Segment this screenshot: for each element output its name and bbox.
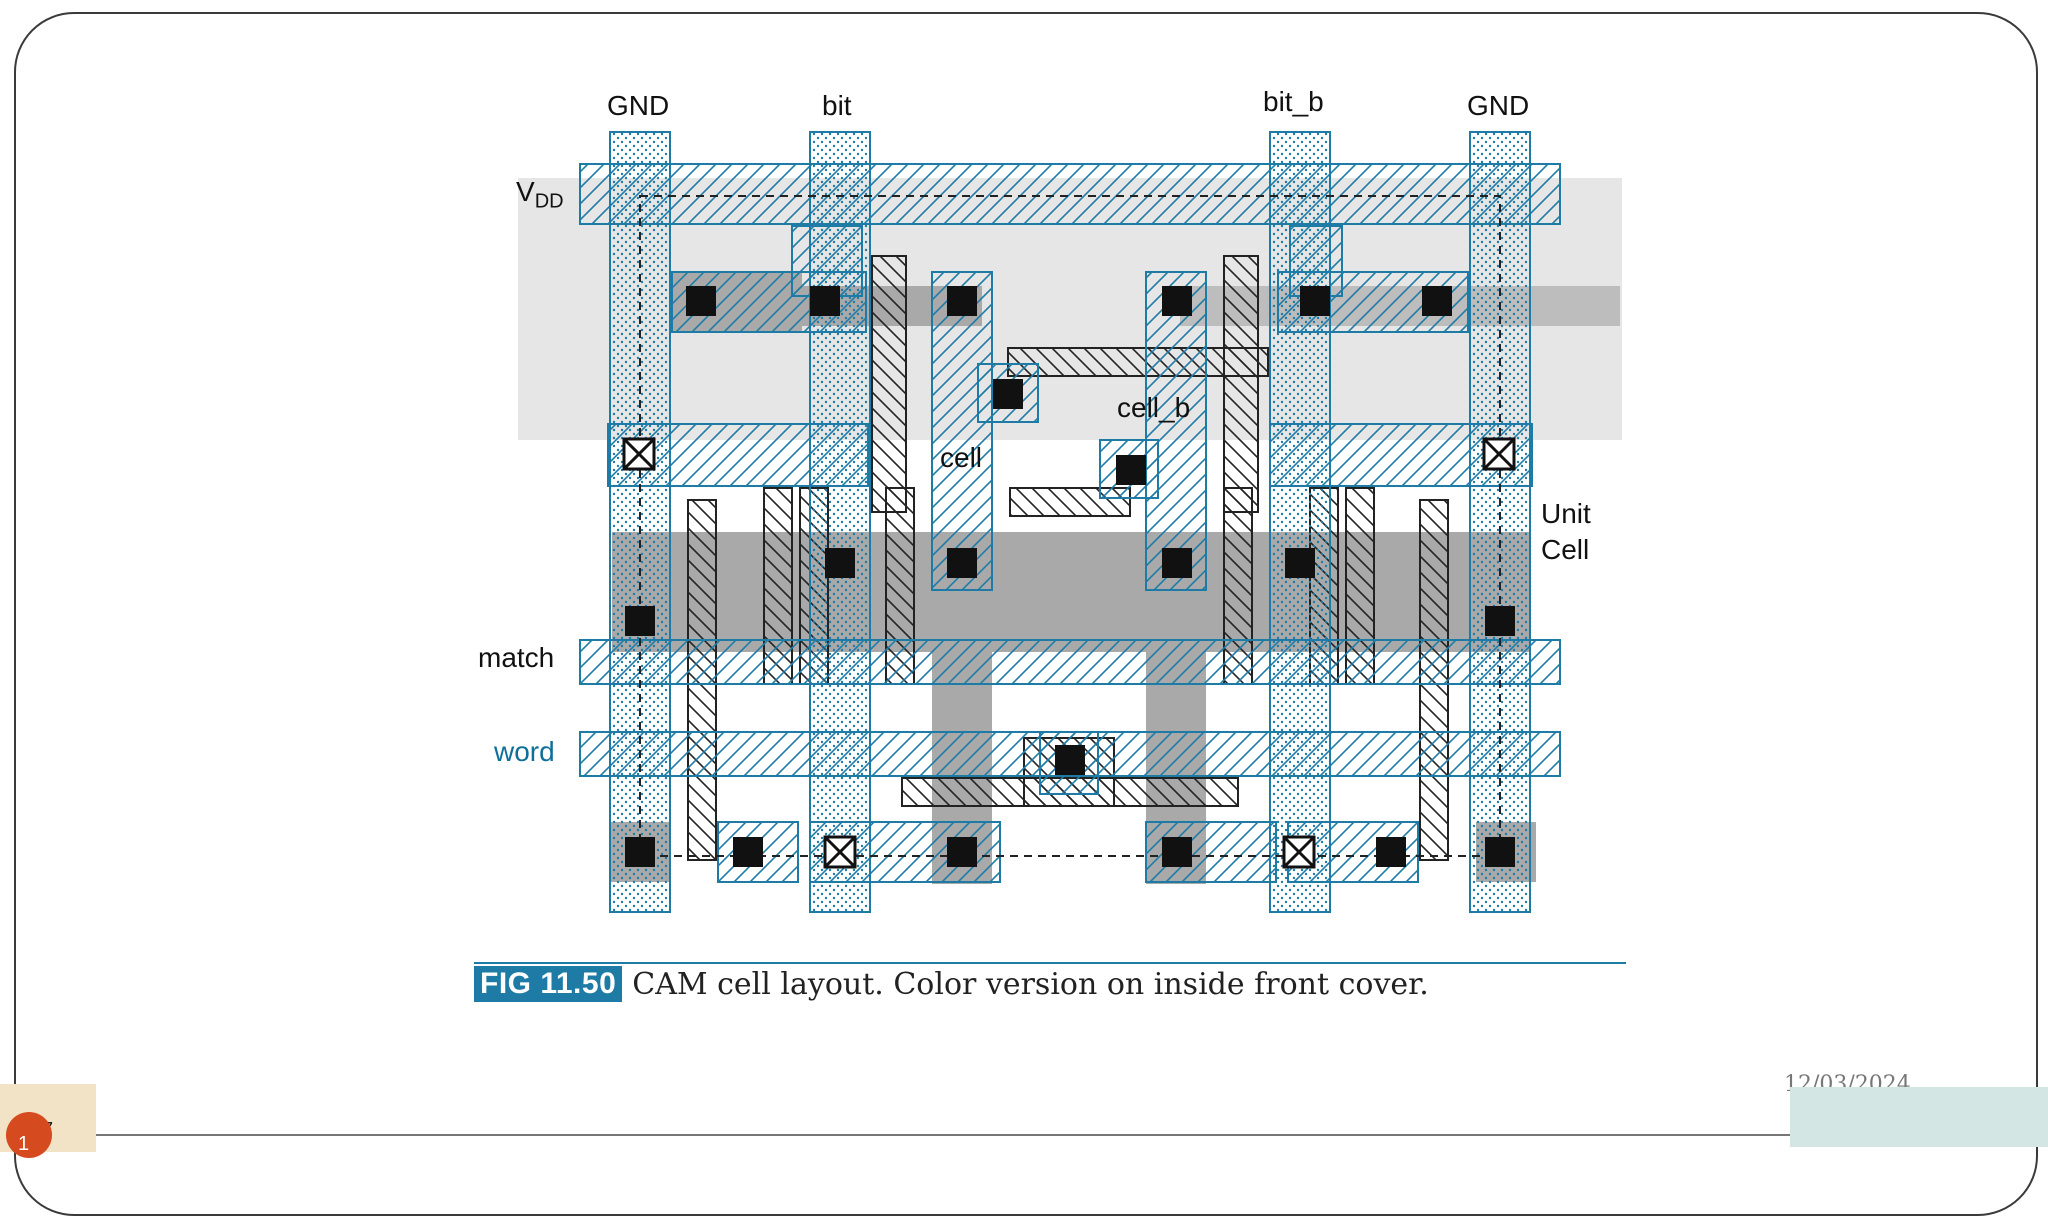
label-gnd-right: GND: [1467, 90, 1530, 121]
page-number-digit-1: 1: [18, 1133, 30, 1155]
label-cell-b: cell_b: [1117, 392, 1191, 423]
figure-caption-text: CAM cell layout. Color version on inside…: [632, 966, 1429, 1002]
vdd-rail: [579, 163, 1561, 225]
match-line: [579, 639, 1561, 685]
unit-cell-boundary: [639, 195, 1501, 857]
label-vdd-main: V: [516, 176, 535, 207]
label-bit-b: bit_b: [1263, 86, 1324, 117]
label-word: word: [494, 736, 555, 767]
label-vdd: VDD: [516, 176, 564, 214]
label-cell: cell: [940, 442, 983, 473]
figure-number-badge: FIG 11.50: [474, 966, 623, 1002]
slide-bottom-rule: [95, 1134, 1795, 1136]
label-bit: bit: [822, 90, 852, 121]
page-number-badge: [6, 1112, 52, 1158]
label-unit: Unit: [1541, 498, 1591, 529]
metal2-columns: [609, 131, 1531, 913]
label-vdd-sub: DD: [534, 190, 564, 213]
caption-rule: [474, 962, 1626, 964]
vias: [622, 437, 1516, 869]
contacts: [625, 286, 1515, 867]
bit-b-column: [1269, 131, 1331, 913]
cam-cell-layout-diagram: [518, 131, 1622, 913]
label-unit-cell: Cell: [1541, 534, 1590, 565]
figure-caption: FIG 11.50 CAM cell layout. Color version…: [474, 966, 1429, 1002]
label-gnd-left: GND: [607, 90, 670, 121]
bit-column: [809, 131, 871, 913]
corner-accent-box: [1790, 1087, 2048, 1147]
label-match: match: [478, 642, 555, 673]
